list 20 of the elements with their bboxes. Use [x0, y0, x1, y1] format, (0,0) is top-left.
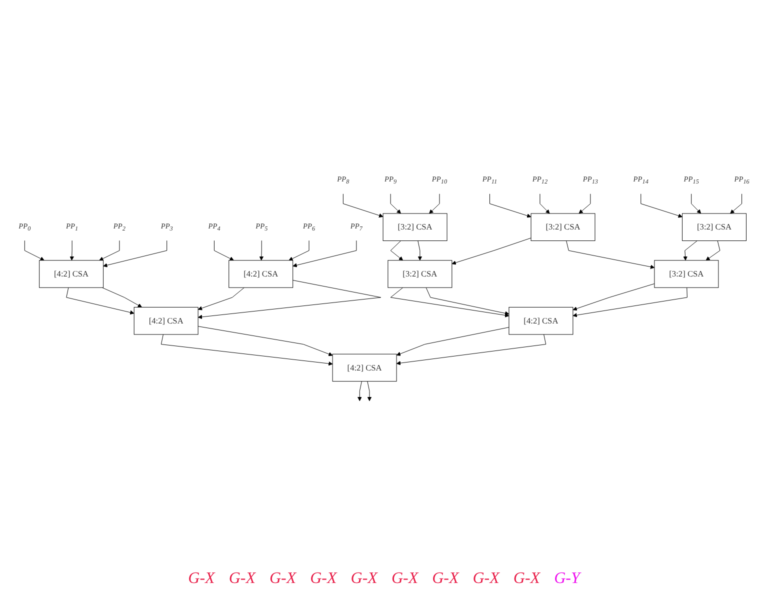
- annotation-label: G-X: [269, 570, 296, 588]
- annotation-label: G-X: [188, 570, 215, 588]
- node-box: [4:2] CSA: [508, 306, 574, 335]
- annotation-label: G-X: [310, 570, 337, 588]
- node-box: [3:2] CSA: [382, 213, 448, 241]
- node-box: [4:2] CSA: [39, 260, 104, 288]
- annotation-label: G-X: [350, 570, 378, 588]
- node-box: [3:2] CSA: [654, 260, 719, 288]
- node-box: [4:2] CSA: [332, 354, 397, 382]
- annotation-label: G-X: [391, 570, 418, 588]
- annotation-label: G-X: [472, 570, 500, 588]
- annotation-label: G-X: [432, 570, 459, 588]
- node-box: [3:2] CSA: [388, 260, 452, 288]
- node-box: [3:2] CSA: [530, 213, 596, 241]
- node-box: [4:2] CSA: [228, 260, 294, 288]
- node-box: [3:2] CSA: [682, 213, 746, 241]
- annotation-label: G-X: [513, 570, 540, 588]
- annotation-label: G-X: [228, 570, 256, 588]
- node-box: [4:2] CSA: [134, 306, 198, 335]
- annotation-label: G-Y: [554, 570, 580, 588]
